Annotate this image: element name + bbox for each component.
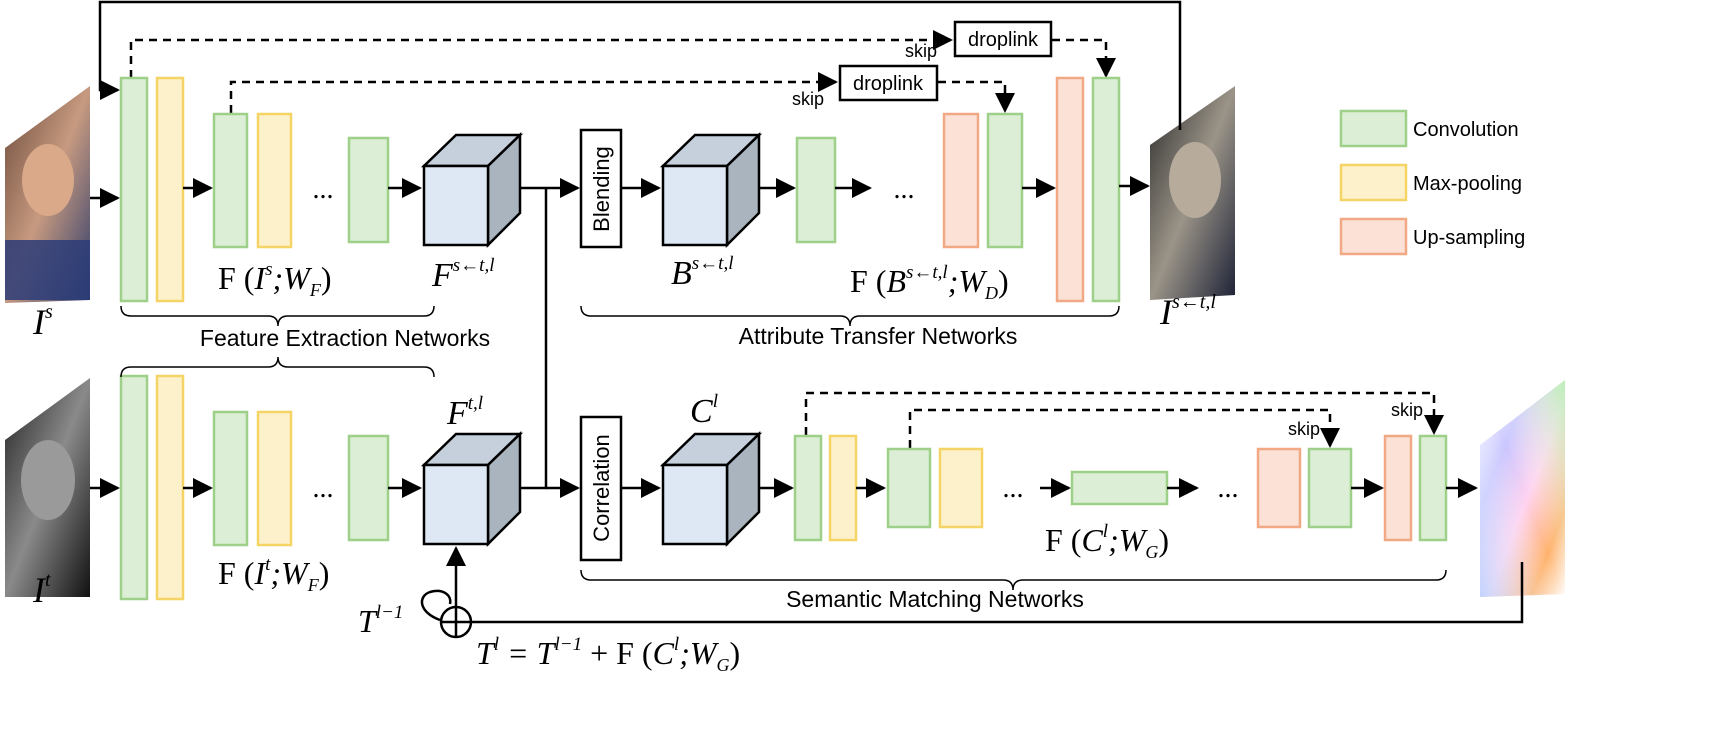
ellipsis: ... bbox=[313, 174, 334, 205]
ellipsis: ... bbox=[1003, 473, 1024, 504]
label-correlation: Cl bbox=[690, 391, 718, 430]
legend-label-upsampling: Up-sampling bbox=[1413, 227, 1525, 249]
blending-label: Blending bbox=[589, 146, 614, 232]
sum-loop bbox=[420, 589, 452, 622]
label-update-equation: Tl = Tl−1 + F (Cl;WG) bbox=[476, 634, 740, 675]
label-blended: Bs←t,l bbox=[671, 253, 733, 292]
label-matching: F (Cl;WG) bbox=[1045, 521, 1169, 562]
pool-layer bbox=[256, 112, 293, 249]
legend-label-convolution: Convolution bbox=[1413, 119, 1519, 141]
label-feature-target: Ft,l bbox=[446, 393, 483, 432]
droplink-mid-box bbox=[838, 64, 939, 102]
conv-layer bbox=[119, 374, 149, 601]
label-decoder: F (Bs←t,l;WD) bbox=[850, 262, 1009, 303]
section-attribute-transfer: Attribute Transfer Networks bbox=[739, 323, 1018, 349]
label-T-prev: Tl−1 bbox=[358, 602, 403, 639]
section-semantic-matching: Semantic Matching Networks bbox=[786, 586, 1084, 612]
brace-semantic-matching bbox=[580, 569, 1447, 591]
correlation-label: Correlation bbox=[589, 434, 614, 542]
skip-line-sm-outer bbox=[804, 391, 1444, 435]
skip-line-mid-b bbox=[938, 80, 1015, 113]
legend-swatch-maxpooling bbox=[1339, 163, 1408, 202]
conv-layer bbox=[212, 410, 249, 547]
conv-layer bbox=[1091, 76, 1121, 303]
source-face-image bbox=[5, 86, 90, 303]
conv-layer bbox=[1418, 434, 1448, 542]
ellipsis: ... bbox=[313, 473, 334, 504]
droplink-top-label: droplink bbox=[968, 29, 1039, 51]
ellipsis: ... bbox=[894, 174, 915, 205]
feedback-line-bottom bbox=[470, 562, 1524, 624]
label-output-image: Is←t,l bbox=[1159, 291, 1216, 332]
pool-layer bbox=[256, 410, 293, 547]
conv-layer bbox=[1307, 447, 1353, 529]
droplink-mid-label: droplink bbox=[853, 73, 924, 95]
skip-line-top-a bbox=[129, 30, 953, 78]
flow-field-image bbox=[1480, 380, 1565, 597]
section-feature-extraction: Feature Extraction Networks bbox=[200, 325, 490, 351]
pool-layer bbox=[155, 374, 185, 601]
conv-layer bbox=[793, 434, 823, 542]
droplink-top-box bbox=[953, 20, 1053, 58]
skip-line-mid-a bbox=[229, 72, 838, 113]
skip-label-4: skip bbox=[1391, 400, 1423, 420]
conv-layer bbox=[347, 136, 390, 244]
pool-layer bbox=[828, 434, 858, 542]
brace-feature-extraction bbox=[120, 305, 435, 327]
brace-attribute-transfer bbox=[580, 305, 1120, 327]
target-face-image bbox=[5, 378, 90, 597]
legend-swatch-convolution bbox=[1339, 109, 1408, 148]
output-face-image bbox=[1150, 86, 1235, 300]
conv-layer bbox=[119, 76, 149, 303]
correlation-cube bbox=[659, 431, 763, 548]
skip-label-1: skip bbox=[905, 41, 937, 61]
blending-cube bbox=[659, 132, 763, 249]
correlation-box bbox=[579, 415, 623, 562]
feature-cube-source bbox=[420, 132, 524, 249]
conv-layer bbox=[1070, 470, 1169, 506]
conv-layer bbox=[886, 447, 932, 529]
legend-swatch-upsampling bbox=[1339, 217, 1408, 256]
upsample-layer bbox=[1383, 434, 1413, 542]
brace-feature-extraction-bottom bbox=[120, 356, 435, 378]
legend: Convolution Max-pooling Up-sampling bbox=[1339, 109, 1525, 256]
pool-layer bbox=[155, 76, 185, 303]
label-target-image: It bbox=[32, 569, 51, 610]
skip-label-2: skip bbox=[792, 89, 824, 109]
skip-label-3: skip bbox=[1288, 419, 1320, 439]
conv-layer bbox=[212, 112, 249, 249]
legend-label-maxpooling: Max-pooling bbox=[1413, 173, 1522, 195]
upsample-layer bbox=[1055, 76, 1085, 303]
conv-layer bbox=[795, 136, 837, 244]
feature-cube-target bbox=[420, 431, 524, 548]
upsample-layer bbox=[942, 112, 980, 249]
ellipsis: ... bbox=[1218, 473, 1239, 504]
conv-layer bbox=[347, 434, 390, 542]
conv-layer bbox=[986, 112, 1024, 249]
label-feat-source: F (Is;WF) bbox=[218, 259, 331, 300]
blending-box bbox=[579, 128, 623, 249]
feedback-line-top bbox=[98, 0, 1182, 130]
upsample-layer bbox=[1256, 447, 1302, 529]
pool-layer bbox=[938, 447, 984, 529]
skip-line-top-b bbox=[1052, 38, 1116, 78]
skip-line-sm-inner bbox=[908, 408, 1340, 448]
label-source-image: Is bbox=[32, 301, 53, 342]
label-feat-target: F (It;WF) bbox=[218, 554, 329, 595]
label-feature-source: Fs←t,l bbox=[431, 255, 494, 294]
